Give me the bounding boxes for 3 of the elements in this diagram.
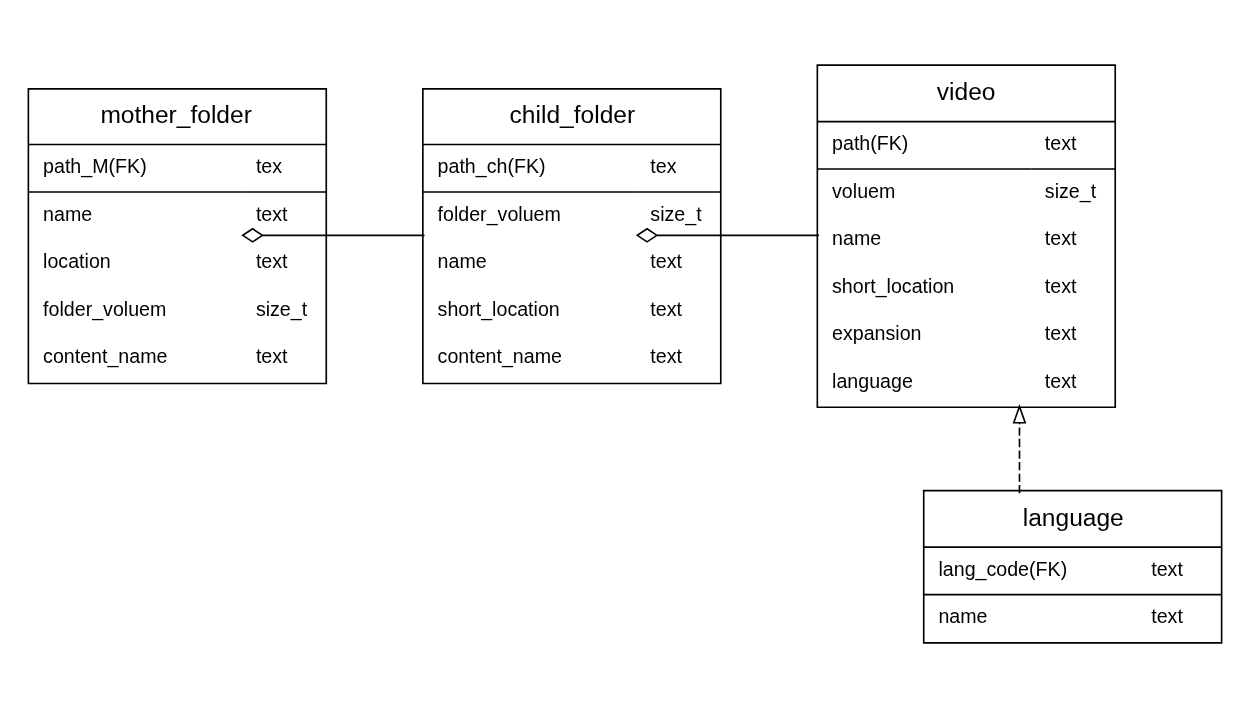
connector	[241, 227, 426, 243]
connector	[635, 227, 820, 243]
arrow	[1012, 403, 1027, 494]
